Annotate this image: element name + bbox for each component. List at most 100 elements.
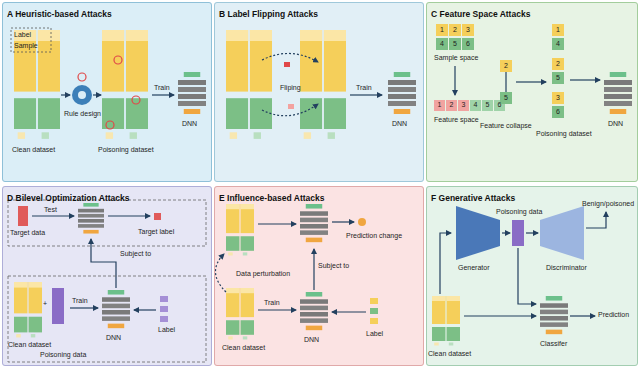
drawn-path <box>262 104 318 116</box>
label-text: Data perturbation <box>236 270 290 278</box>
drawn-line <box>70 307 98 308</box>
drawn-circle <box>106 121 114 129</box>
panel-heading: E Influence-based Attacks <box>219 194 325 204</box>
label-text: Poisoning data <box>40 351 86 359</box>
drawn-rect <box>8 200 206 246</box>
drawn-rect <box>214 186 424 366</box>
label-text: Clean dataset <box>8 341 51 349</box>
label-text: Generator <box>458 264 490 272</box>
drawn-line <box>258 223 296 224</box>
drawn-rect <box>436 38 448 50</box>
drawn-use <box>300 204 328 242</box>
drawn-path <box>215 254 226 292</box>
drawn-path <box>91 239 116 288</box>
label-text: Clean dataset <box>12 146 55 154</box>
label-text: Sample <box>14 42 38 50</box>
label-text: DNN <box>106 334 121 342</box>
drawn-circle <box>78 73 86 81</box>
drawn-rect <box>370 318 378 324</box>
drawn-line <box>152 94 174 95</box>
callout-number: 2 <box>446 101 457 109</box>
label-text: + <box>43 300 47 308</box>
drawn-use <box>432 296 460 346</box>
drawn-rect <box>552 92 564 104</box>
panel-d-art <box>8 200 206 362</box>
panel-a-art <box>11 28 206 139</box>
drawn-use <box>226 30 272 139</box>
drawn-rect <box>552 106 564 118</box>
drawn-line <box>516 81 546 82</box>
drawn-circle <box>358 218 366 226</box>
drawn-rect <box>370 308 378 314</box>
drawn-rect <box>482 100 493 111</box>
label-text: Target label <box>138 228 174 236</box>
label-text: Classifer <box>540 340 567 348</box>
drawn-rect <box>462 38 474 50</box>
drawn-line <box>502 232 510 233</box>
drawn-use <box>102 290 130 328</box>
callout-number: 5 <box>500 94 512 102</box>
drawn-rect <box>426 2 638 182</box>
label-text: Prediction change <box>346 232 402 240</box>
panel-heading: F Generative Attacks <box>431 194 515 204</box>
drawn-line <box>61 94 70 95</box>
drawn-rect <box>552 72 564 84</box>
drawn-rect <box>434 100 445 111</box>
drawn-rect <box>449 38 461 50</box>
label-text: Benign/poisoned <box>582 200 634 208</box>
drawn-line <box>313 249 314 290</box>
drawn-rect <box>2 186 212 366</box>
drawn-line <box>93 94 101 95</box>
panel-c-art <box>434 24 632 118</box>
label-text: DNN <box>182 120 197 128</box>
drawn-rect <box>18 206 28 226</box>
callout-number: 2 <box>500 62 512 70</box>
label-text: Poisoning data <box>496 208 542 216</box>
callout-number: 2 <box>552 60 564 68</box>
label-text: Clean dataset <box>428 350 471 358</box>
drawn-rect <box>160 296 168 302</box>
panel: A Heuristic-based Attacks <box>2 2 212 182</box>
drawn-line <box>570 79 600 80</box>
callout-number: 2 <box>449 26 461 34</box>
drawn-use <box>78 203 104 234</box>
drawn-circle <box>114 56 122 64</box>
callout-number: 1 <box>552 26 564 34</box>
drawn-rect <box>2 2 212 182</box>
drawn-rect <box>11 28 51 52</box>
label-text: Discriminator <box>546 264 587 272</box>
drawn-rect <box>500 60 512 72</box>
label-text: Label <box>158 326 175 334</box>
panel-heading: A Heuristic-based Attacks <box>7 10 112 20</box>
panel-f-art <box>432 206 606 346</box>
callout-number: 3 <box>462 26 474 34</box>
drawn-line <box>350 94 382 95</box>
drawn-line <box>108 215 150 216</box>
label-text: Sample space <box>434 54 478 62</box>
label-text: Clean dataset <box>222 344 265 352</box>
drawn-line <box>134 309 156 310</box>
panel-heading: C Feature Space Attacks <box>431 10 530 20</box>
label-text: DNN <box>304 336 319 344</box>
drawn-rect <box>154 213 161 220</box>
drawn-rect <box>500 92 512 104</box>
callout-number: 6 <box>494 101 505 109</box>
drawn-rect <box>288 104 294 109</box>
callout-number: 1 <box>434 101 445 109</box>
label-text: Target data <box>10 229 45 237</box>
drawn-rect <box>160 316 168 322</box>
label-text: Subject to <box>318 262 349 270</box>
drawn-circle <box>78 91 86 99</box>
drawn-rect <box>426 186 638 366</box>
drawn-path <box>586 212 606 228</box>
drawn-rect <box>470 100 481 111</box>
drawn-rect <box>436 24 448 36</box>
panel-heading: D Bilevel Optimization Attacks <box>7 194 130 204</box>
drawn-use <box>14 282 42 337</box>
callout-number: 6 <box>552 108 564 116</box>
drawn-use <box>388 72 416 114</box>
drawn-rect <box>214 2 424 182</box>
label-text: Train <box>72 297 88 305</box>
label-text: Feature space <box>434 116 479 124</box>
drawn-use <box>102 30 148 139</box>
